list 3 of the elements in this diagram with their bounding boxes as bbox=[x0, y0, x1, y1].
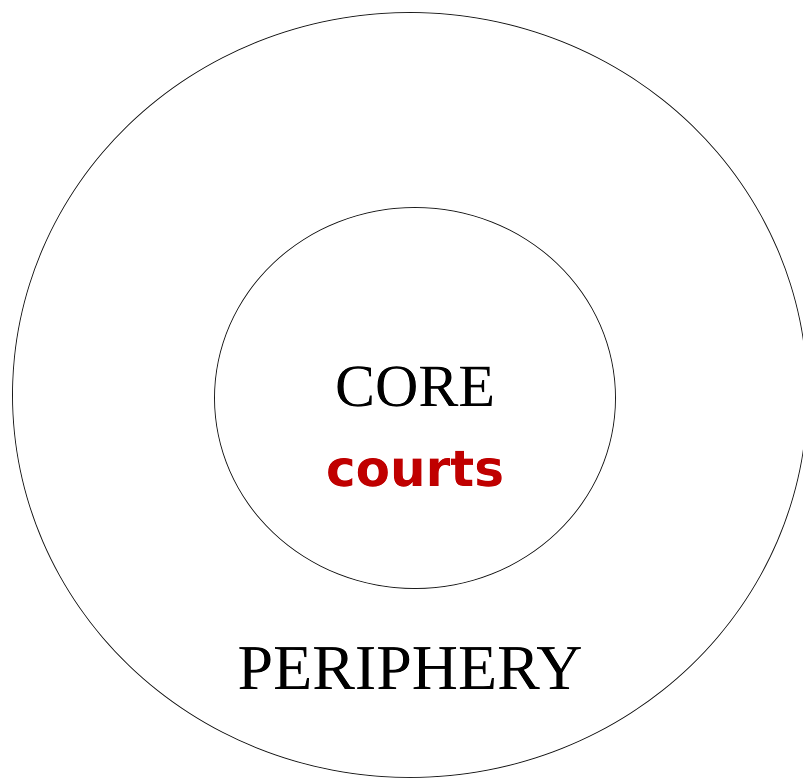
core-label: CORE bbox=[334, 352, 496, 421]
courts-label: courts bbox=[325, 440, 505, 498]
periphery-label: PERIPHERY bbox=[236, 631, 584, 705]
